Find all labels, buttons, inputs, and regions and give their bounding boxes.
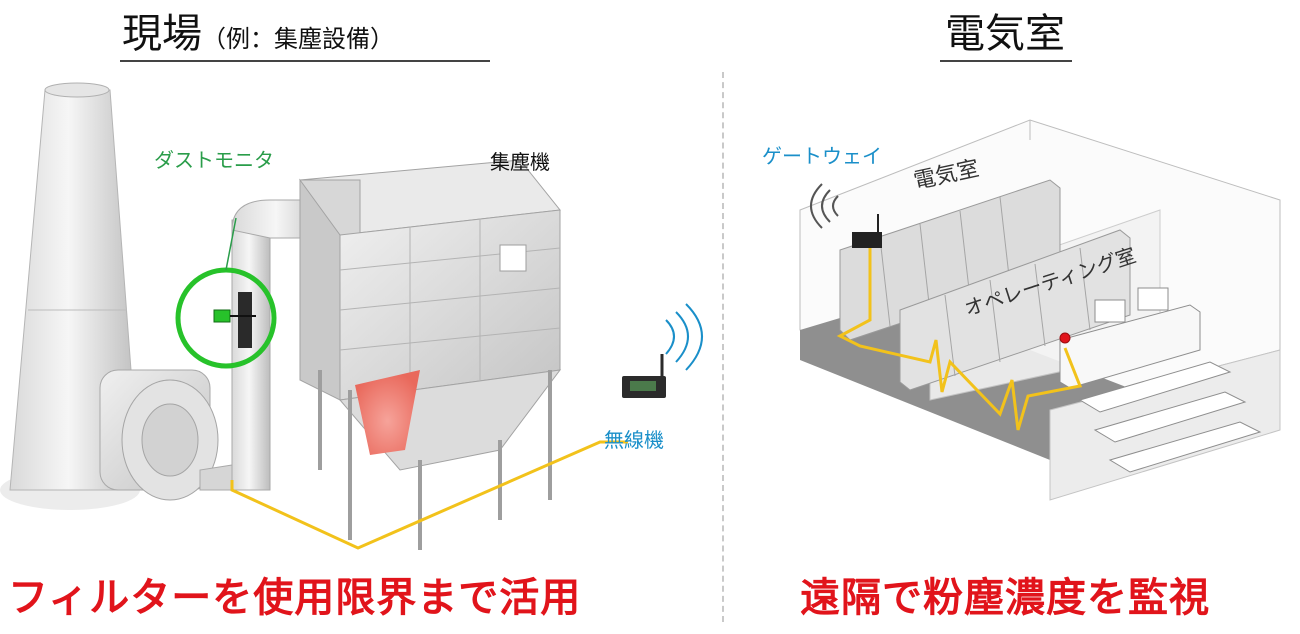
- switchgear-cabinets: [839, 179, 1131, 391]
- wireless-unit-label: 無線機: [604, 428, 664, 452]
- dust-monitor-sensor-icon: [213, 309, 231, 323]
- site-illustration: [0, 82, 703, 550]
- right-caption: 遠隔で粉塵濃度を監視: [800, 575, 1210, 621]
- dust-monitor-leader-line: [225, 217, 237, 271]
- alarm-lamp-icon: [1059, 332, 1071, 344]
- operating-room-desks: [1059, 287, 1262, 473]
- dust-collector-label: 集塵機: [490, 150, 550, 174]
- gateway-signal-icon: [832, 195, 839, 217]
- center-divider: [722, 72, 724, 622]
- left-caption: フィルターを使用限界まで活用: [8, 575, 582, 621]
- right-title-underline: [940, 60, 1072, 62]
- signal-cable-room: [836, 248, 1083, 431]
- left-title-sub: （例：集塵設備）: [202, 25, 394, 53]
- dust-collector: [299, 159, 562, 550]
- wireless-signal-icon: [665, 319, 675, 355]
- left-title: 現場（例：集塵設備）: [122, 14, 394, 54]
- gateway-device-icon: [810, 183, 882, 248]
- right-title: 電気室: [945, 11, 1065, 57]
- wireless-unit-icon: [622, 303, 703, 398]
- left-title-main: 現場: [122, 11, 202, 57]
- blower-fan: [99, 369, 219, 501]
- electrical-room-illustration: [799, 119, 1281, 501]
- signal-cable-site: [230, 440, 628, 550]
- left-title-underline: [120, 60, 490, 62]
- gateway-label: ゲートウェイ: [762, 144, 882, 168]
- dust-monitor-label: ダストモニタ: [154, 148, 274, 172]
